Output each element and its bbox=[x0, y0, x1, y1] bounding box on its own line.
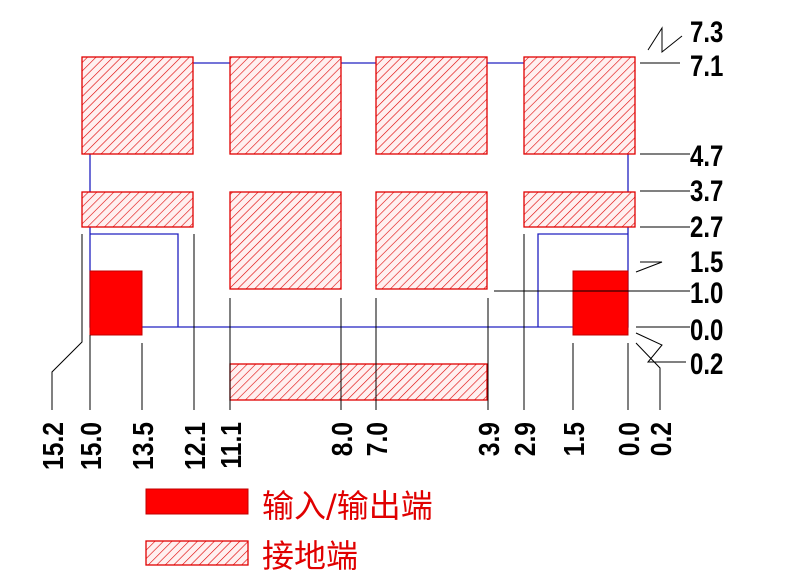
dim-label: 11.1 bbox=[215, 422, 247, 469]
legend-gnd-swatch bbox=[145, 540, 249, 566]
ground-pad bbox=[375, 56, 488, 155]
ground-pad bbox=[229, 363, 488, 401]
ground-pad bbox=[229, 56, 342, 155]
io-pad-left bbox=[89, 270, 143, 336]
legend: 输入/输出端 接地端 bbox=[145, 487, 433, 575]
ground-pad bbox=[81, 56, 194, 155]
dim-label: 13.5 bbox=[127, 422, 159, 470]
dim-label: 2.9 bbox=[509, 422, 541, 456]
io-pad-right bbox=[572, 270, 629, 336]
dim-label: 7.1 bbox=[690, 48, 723, 82]
ground-pad bbox=[375, 191, 488, 290]
dim-label: 0.0 bbox=[613, 422, 645, 456]
dim-label: 3.7 bbox=[690, 173, 723, 207]
right-dimension-labels: 7.3 7.1 4.7 3.7 2.7 1.5 1.0 0.0 0.2 bbox=[690, 14, 723, 380]
dim-label: 4.7 bbox=[690, 138, 723, 172]
legend-io-swatch bbox=[145, 488, 249, 515]
dim-label: 0.0 bbox=[690, 312, 723, 346]
dimension-lines bbox=[51, 26, 690, 410]
dim-label: 7.3 bbox=[690, 14, 723, 48]
dim-label: 7.0 bbox=[361, 422, 393, 456]
legend-gnd-label: 接地端 bbox=[262, 537, 358, 575]
bottom-dimension-labels: 15.2 15.0 13.5 12.1 11.1 8.0 7.0 3.9 2.9… bbox=[37, 422, 677, 470]
dim-label: 0.2 bbox=[645, 422, 677, 456]
dim-label: 15.2 bbox=[37, 422, 69, 470]
dim-label: 1.5 bbox=[558, 422, 590, 456]
legend-io-label: 输入/输出端 bbox=[262, 487, 433, 525]
ground-pad bbox=[81, 191, 194, 228]
io-pads bbox=[89, 270, 629, 336]
ground-pad bbox=[523, 191, 636, 228]
dim-label: 1.5 bbox=[690, 244, 723, 278]
dim-label: 2.7 bbox=[690, 209, 723, 243]
dim-label: 15.0 bbox=[75, 422, 107, 470]
dim-label: 3.9 bbox=[473, 422, 505, 456]
dim-label: 1.0 bbox=[690, 275, 723, 309]
ground-pad bbox=[523, 56, 636, 155]
dim-label: 8.0 bbox=[326, 422, 358, 456]
dim-label: 0.2 bbox=[690, 346, 723, 380]
ground-pad bbox=[229, 191, 342, 290]
dim-label: 12.1 bbox=[179, 422, 211, 470]
ground-pads bbox=[81, 56, 636, 401]
